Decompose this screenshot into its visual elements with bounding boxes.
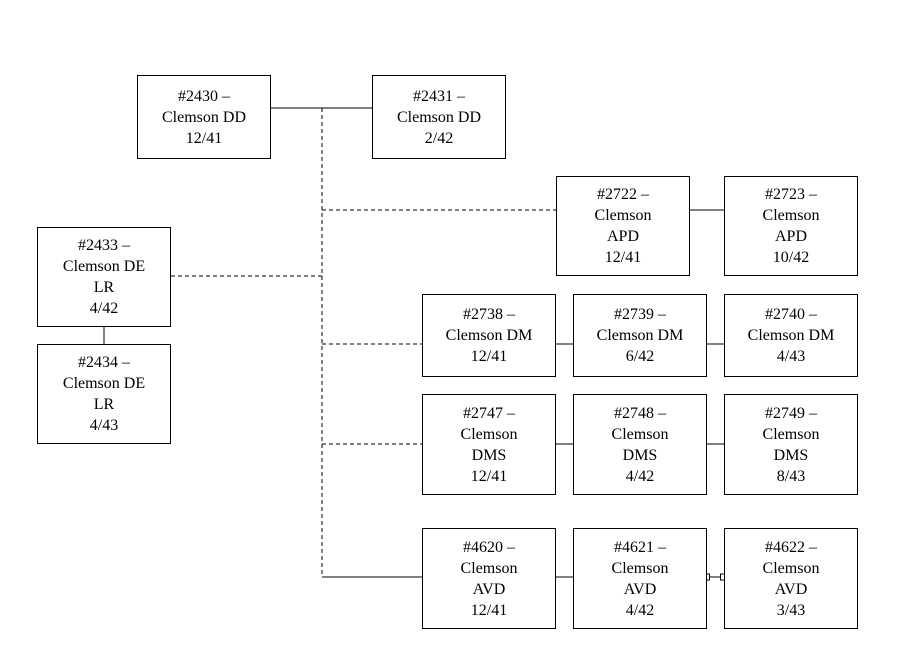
node-text-line: 4/42	[625, 601, 655, 619]
node-text-line: #2431 –	[413, 87, 465, 105]
node-text-line: #2747 –	[462, 404, 515, 422]
node-text-line: Clemson DE	[62, 375, 146, 392]
node-text-line: #4622 –	[764, 538, 817, 556]
node-text-line: #2433 –	[78, 237, 130, 254]
node-text-line: #4621 –	[613, 538, 666, 556]
node-text-line: APD	[774, 228, 807, 245]
node-2739: #2739 – Clemson DM 6/42	[573, 294, 707, 377]
node-text-line: #4620 –	[462, 538, 515, 556]
node-text-line: #2434 –	[78, 354, 130, 371]
node-text-line: #2740 –	[764, 306, 817, 323]
node-text-line: Clemson DD	[397, 108, 481, 126]
node-text-line: 12/41	[470, 348, 508, 365]
node-text-line: DMS	[471, 446, 507, 464]
node-2431: #2431 – Clemson DD 2/42	[372, 75, 506, 159]
node-text-line: 12/41	[470, 467, 508, 485]
node-text-line: Clemson DM	[747, 327, 835, 344]
node-text-line: #2738 –	[462, 306, 515, 323]
node-text-line: #2749 –	[764, 404, 817, 422]
node-text-line: #2722 –	[596, 186, 649, 203]
node-text-line: Clemson	[611, 425, 669, 443]
node-text-line: #2723 –	[764, 186, 817, 203]
node-text-line: 4/43	[776, 348, 806, 365]
node-text-line: Clemson	[594, 207, 652, 224]
node-text-line: 12/41	[604, 249, 642, 266]
node-2740: #2740 – Clemson DM 4/43	[724, 294, 858, 377]
node-text-line: Clemson DE	[62, 258, 146, 275]
node-text-line: Clemson	[460, 559, 518, 577]
node-text-line: LR	[93, 279, 115, 296]
node-2433: #2433 – Clemson DE LR 4/42	[37, 227, 171, 327]
node-2434: #2434 – Clemson DE LR 4/43	[37, 344, 171, 444]
node-text-line: Clemson	[460, 425, 518, 443]
node-text-line: #2748 –	[613, 404, 666, 422]
node-text-line: Clemson DD	[162, 108, 246, 126]
node-text-line: Clemson	[762, 425, 820, 443]
node-text-line: APD	[606, 228, 639, 245]
node-text-line: Clemson DM	[445, 327, 533, 344]
node-text-line: LR	[93, 396, 115, 413]
node-text-line: 2/42	[424, 129, 454, 147]
node-text-line: DMS	[773, 446, 809, 464]
node-text-line: 4/42	[625, 467, 655, 485]
node-text-line: Clemson DM	[596, 327, 684, 344]
node-text-line: Clemson	[762, 207, 820, 224]
node-text-line: AVD	[623, 580, 657, 598]
node-text-line: DMS	[622, 446, 658, 464]
node-2430: #2430 – Clemson DD 12/41	[137, 75, 271, 159]
node-text-line: 12/41	[185, 129, 223, 147]
node-text-line: #2430 –	[178, 87, 230, 105]
node-text-line: 3/43	[776, 601, 806, 619]
node-text-line: 4/43	[89, 417, 119, 434]
node-text-line: #2739 –	[613, 306, 666, 323]
node-text-line: 10/42	[772, 249, 810, 266]
node-text-line: 6/42	[625, 348, 655, 365]
node-text-line: 8/43	[776, 467, 806, 485]
node-text-line: Clemson	[762, 559, 820, 577]
node-text-line: Clemson	[611, 559, 669, 577]
node-text-line: 12/41	[470, 601, 508, 619]
node-text-line: 4/42	[89, 300, 119, 317]
node-text-line: AVD	[472, 580, 506, 598]
node-2738: #2738 – Clemson DM 12/41	[422, 294, 556, 377]
node-text-line: AVD	[774, 580, 808, 598]
